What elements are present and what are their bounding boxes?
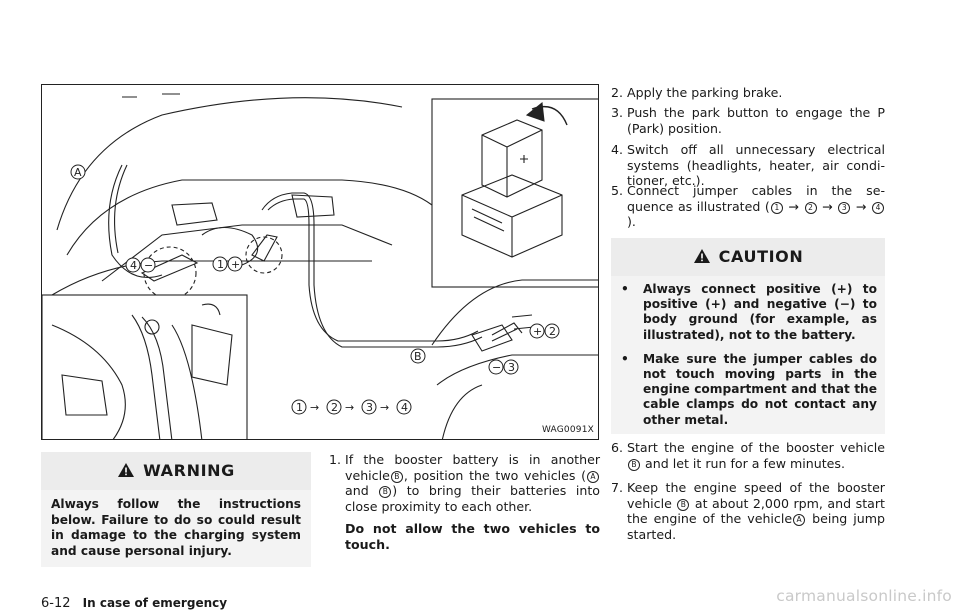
step-6-text-b: and let it run for a few minutes. bbox=[645, 455, 845, 471]
warning-triangle-icon bbox=[118, 463, 135, 477]
seq-mark-arrow-1: → bbox=[788, 198, 799, 214]
step-1-text-c: and bbox=[345, 483, 369, 499]
seq-arrow-1: → bbox=[310, 401, 319, 414]
step-6: 6. Start the engine of the booster vehic… bbox=[611, 440, 885, 471]
label-clamp-3: 3 bbox=[508, 361, 515, 374]
caution-item-text: Make sure the jumper cables do not touch… bbox=[643, 351, 877, 427]
step-2-number: 2. bbox=[611, 85, 624, 100]
vehicle-a-mark: A bbox=[587, 470, 599, 483]
seq-mark-1: 1 bbox=[770, 201, 783, 214]
page-number: 6-12 bbox=[41, 596, 71, 611]
label-minus-b: − bbox=[492, 361, 501, 374]
step-4-number: 4. bbox=[611, 142, 624, 157]
figure-code: WAG0091X bbox=[541, 425, 594, 435]
step-7-text-a: Keep the engine speed of the booster veh… bbox=[627, 480, 885, 511]
seq-4: 4 bbox=[401, 401, 408, 414]
caution-item: • Make sure the jumper cables do not tou… bbox=[619, 352, 877, 428]
step-3-number: 3. bbox=[611, 105, 624, 120]
caution-bullet: • bbox=[621, 351, 629, 366]
label-minus: − bbox=[144, 259, 153, 272]
label-vehicle-a: A bbox=[74, 166, 82, 179]
label-clamp-4: 4 bbox=[130, 259, 137, 272]
seq-2: 2 bbox=[331, 401, 338, 414]
label-plus: + bbox=[231, 258, 240, 271]
seq-mark-arrow-2: → bbox=[822, 198, 833, 214]
section-title: In case of emergency bbox=[82, 596, 228, 610]
step-7-text-c: being jump started. bbox=[627, 511, 885, 542]
step-4: 4. Switch off all unnecessary electrical… bbox=[611, 142, 885, 189]
step-3-text: Push the park button to engage the P (Pa… bbox=[627, 105, 885, 136]
engine-bay-drawing: A B 4 − 1 + + 2 − 3 1 → 2 → bbox=[42, 93, 598, 439]
step-1-number: 1. bbox=[329, 452, 342, 467]
seq-mark-arrow-3: → bbox=[855, 198, 867, 214]
caution-box: CAUTION • Always connect positive (+) to… bbox=[611, 238, 885, 434]
caution-title-row: CAUTION bbox=[611, 238, 885, 274]
caution-title: CAUTION bbox=[718, 246, 804, 266]
caution-bullet: • bbox=[621, 282, 629, 296]
seq-mark-4: 4 bbox=[871, 201, 884, 214]
vehicle-b-mark: B bbox=[390, 470, 403, 483]
caution-triangle-icon bbox=[693, 249, 710, 263]
vehicle-b-mark-3: B bbox=[628, 458, 640, 471]
step-6-number: 6. bbox=[611, 440, 624, 455]
seq-arrow-2: → bbox=[345, 401, 354, 414]
seq-arrow-3: → bbox=[380, 401, 389, 414]
warning-title: WARNING bbox=[143, 460, 235, 480]
step-2: 2. Apply the parking brake. bbox=[611, 85, 885, 101]
jump-start-illustration: A B 4 − 1 + + 2 − 3 1 → 2 → bbox=[41, 84, 599, 440]
step-5: 5. Connect jumper cables in the se- quen… bbox=[611, 183, 885, 230]
seq-3: 3 bbox=[366, 401, 373, 414]
caution-list: • Always connect positive (+) to positiv… bbox=[619, 282, 877, 428]
caution-item: • Always connect positive (+) to positiv… bbox=[619, 282, 877, 343]
step-5-text-a: Connect jumper cables in the se- quence … bbox=[627, 183, 885, 214]
page-footer: 6-12 In case of emergency bbox=[41, 596, 227, 611]
label-plus-b: + bbox=[533, 325, 542, 338]
step-2-text: Apply the parking brake. bbox=[627, 85, 783, 100]
label-clamp-2: 2 bbox=[549, 325, 556, 338]
seq-mark-2: 2 bbox=[804, 201, 817, 214]
step-1-note: Do not allow the two vehicles to touch. bbox=[345, 521, 600, 552]
step-1-text-a: If the booster battery is in another veh… bbox=[345, 452, 600, 483]
seq-1: 1 bbox=[296, 401, 303, 414]
step-5-number: 5. bbox=[611, 183, 624, 198]
warning-body: Always follow the instructions below. Fa… bbox=[41, 490, 311, 567]
seq-mark-3: 3 bbox=[838, 201, 851, 214]
step-6-text-a: Start the engine of the booster vehicle bbox=[627, 440, 885, 455]
caution-item-text: Always connect positive (+) to positive … bbox=[643, 282, 877, 342]
step-5-text-b: ). bbox=[627, 214, 636, 230]
watermark-text: carmanualsonline.info bbox=[776, 587, 952, 605]
step-1-text-d: ) to bring their batteries into close pr… bbox=[345, 483, 600, 514]
step-4-text: Switch off all unnecessary electrical sy… bbox=[627, 142, 885, 189]
step-1: 1. If the booster battery is in another … bbox=[329, 452, 600, 553]
caution-body: • Always connect positive (+) to positiv… bbox=[611, 276, 885, 434]
step-1-text-b: , position the two vehicles ( bbox=[403, 467, 586, 483]
label-vehicle-b: B bbox=[414, 350, 422, 363]
step-7: 7. Keep the engine speed of the booster … bbox=[611, 480, 885, 542]
warning-title-row: WARNING bbox=[41, 452, 311, 488]
vehicle-b-mark-2: B bbox=[379, 486, 392, 499]
step-3: 3. Push the park button to engage the P … bbox=[611, 105, 885, 136]
warning-box: WARNING Always follow the instructions b… bbox=[41, 452, 311, 567]
vehicle-a-mark-2: A bbox=[793, 514, 806, 527]
step-7-text-b: at about 2,000 rpm, and start the engine… bbox=[627, 495, 885, 527]
vehicle-b-mark-4: B bbox=[677, 498, 690, 511]
step-7-number: 7. bbox=[611, 480, 624, 495]
label-clamp-1: 1 bbox=[217, 258, 224, 271]
